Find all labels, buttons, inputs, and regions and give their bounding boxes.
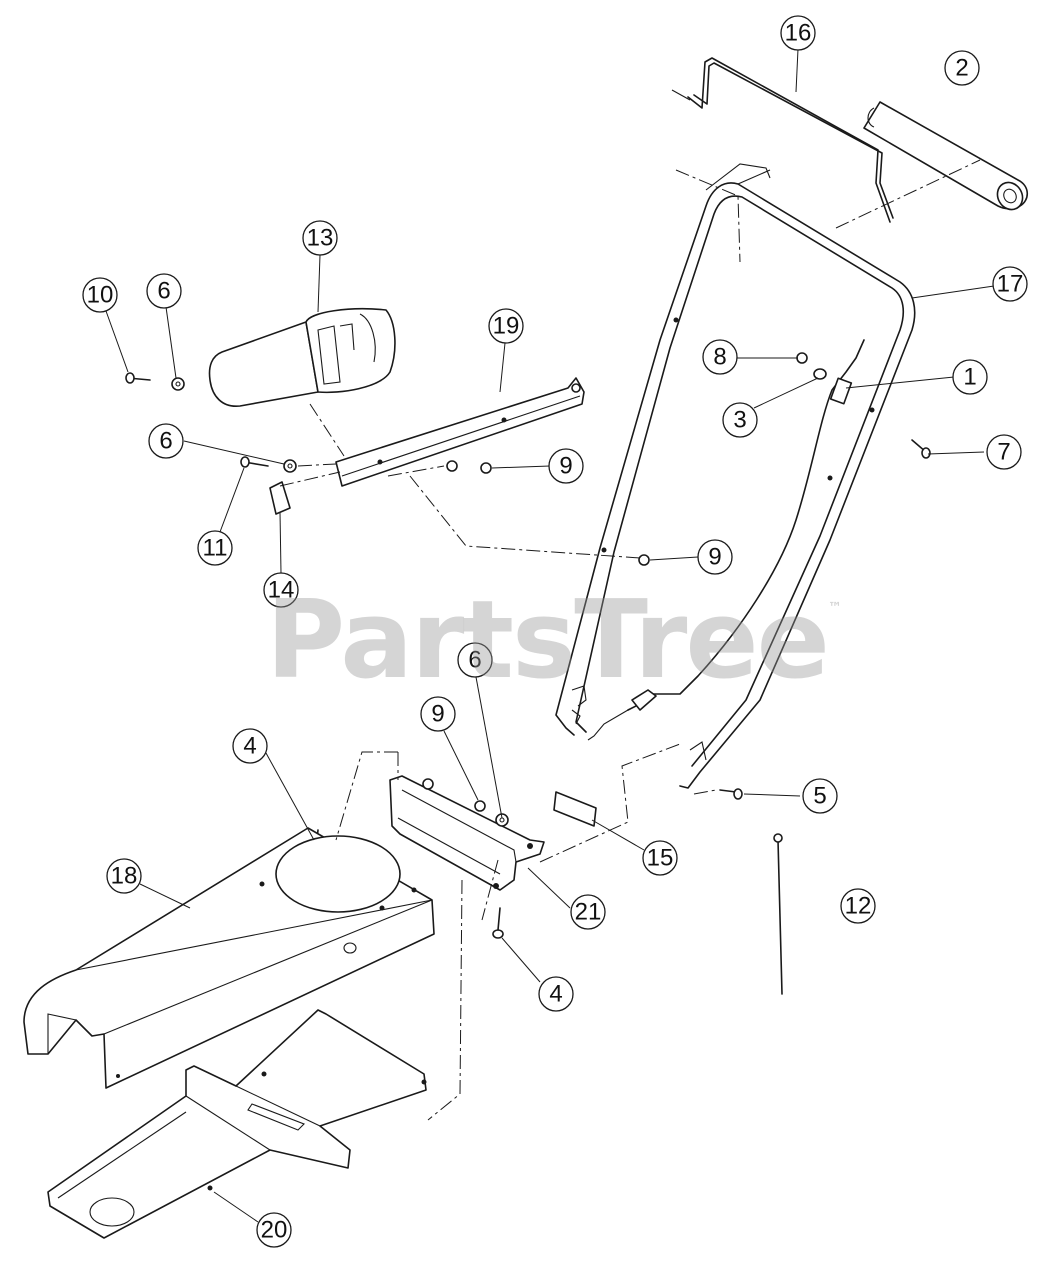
callout-label: 9 [559,453,572,480]
callout-label: 14 [268,577,295,604]
part-15-label [553,791,597,827]
callout-15[interactable]: 15 [642,840,678,876]
callout-9-b[interactable]: 9 [697,539,733,575]
callout-label: 6 [468,647,481,674]
part-18-main-frame [23,827,435,1089]
callout-label: 6 [157,278,170,305]
callout-17[interactable]: 17 [992,266,1028,302]
callout-1[interactable]: 1 [952,359,988,395]
callout-label: 7 [997,439,1010,466]
callout-6-mid[interactable]: 6 [148,423,184,459]
callout-19[interactable]: 19 [488,308,524,344]
callout-label: 2 [955,55,968,82]
callout-4-bottom[interactable]: 4 [538,976,574,1012]
callout-2[interactable]: 2 [944,50,980,86]
callout-9-a[interactable]: 9 [548,448,584,484]
callout-4-top[interactable]: 4 [232,728,268,764]
callout-18[interactable]: 18 [106,858,142,894]
callout-21[interactable]: 21 [570,894,606,930]
part-11-bolt [240,456,269,468]
callout-label: 15 [647,845,674,872]
part-16-bail-wire [671,57,894,223]
callout-label: 18 [111,863,138,890]
part-7-bolt [911,439,931,459]
part-9-nut-c [474,800,486,812]
callout-label: 13 [307,225,334,252]
callout-12[interactable]: 12 [840,888,876,924]
callout-label: 9 [431,701,444,728]
part-13-cylinder [208,307,396,407]
part-3-washer [813,368,827,380]
callout-6-bottom[interactable]: 6 [457,642,493,678]
callout-9-c[interactable]: 9 [420,696,456,732]
part-20-base-plate [47,1009,427,1239]
callout-label: 1 [963,364,976,391]
callout-label: 10 [87,282,114,309]
callout-label: 21 [575,899,602,926]
callout-label: 4 [549,981,562,1008]
part-6-washer-c [495,813,509,827]
callout-5[interactable]: 5 [802,778,838,814]
part-10-bolt [125,372,151,384]
part-5-bolt [719,788,743,800]
callout-20[interactable]: 20 [256,1212,292,1248]
callout-label: 19 [493,313,520,340]
part-2-grip [863,101,1029,211]
assembly-lines [279,159,981,1121]
callout-10[interactable]: 10 [82,277,118,313]
part-12-cable-tie [773,833,783,995]
callout-7[interactable]: 7 [986,434,1022,470]
callout-label: 12 [845,893,872,920]
part-19-bracket [335,377,585,487]
callout-6-top[interactable]: 6 [146,273,182,309]
callout-label: 17 [997,271,1024,298]
callout-label: 4 [243,733,256,760]
callout-13[interactable]: 13 [302,220,338,256]
leader-lines [105,48,995,1223]
part-21-mount-bracket [389,775,545,891]
callout-label: 16 [785,20,812,47]
callout-label: 8 [713,344,726,371]
callout-label: 6 [159,428,172,455]
callout-label: 3 [733,407,746,434]
part-8-nut [796,352,808,364]
part-6-washer-b [283,459,297,473]
callout-16[interactable]: 16 [780,15,816,51]
callout-label: 11 [203,535,228,562]
part-14-spacer [269,481,291,515]
callout-label: 5 [813,783,826,810]
callout-label: 20 [261,1217,288,1244]
part-1-cable [587,339,865,741]
callout-3[interactable]: 3 [722,402,758,438]
callout-14[interactable]: 14 [263,572,299,608]
callout-8[interactable]: 8 [702,339,738,375]
part-9-nut-a [446,460,492,474]
callout-label: 9 [708,544,721,571]
part-4-bolt-bottom [492,907,504,939]
part-9-nut-b [638,554,650,566]
callout-11[interactable]: 11 [197,530,233,566]
part-17-upper-handle [555,163,916,789]
part-6-washer-a [171,377,185,391]
